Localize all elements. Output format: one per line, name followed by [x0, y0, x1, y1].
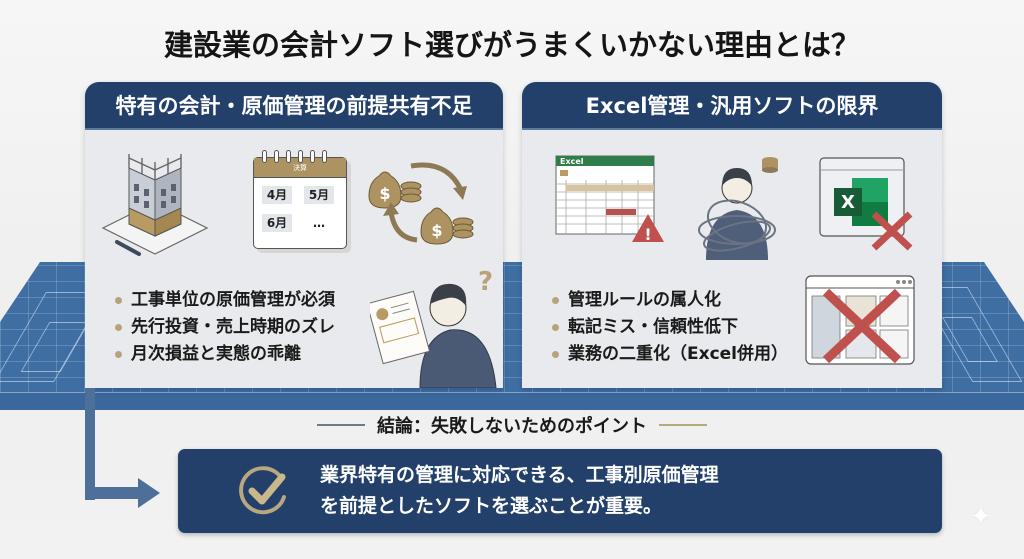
conclusion-label: 結論：失敗しないためのポイント — [377, 416, 647, 437]
calendar-cell: 4月 — [262, 186, 292, 204]
confused-person-document-icon: ? — [370, 267, 497, 388]
broken-excel-sheet-icon: Excel ! — [555, 155, 664, 244]
conclusion-text: 業界特有の管理に対応できる、工事別原価管理 を前提としたソフトを選ぶことが重要。 — [320, 464, 719, 517]
excel-app-crossed-icon: X — [819, 157, 913, 251]
sparkle-icon: ✦ — [970, 502, 992, 532]
right-panel: Excel管理・汎用ソフトの限界 Excel ! — [522, 82, 942, 388]
calendar-header: 決算 — [254, 158, 346, 178]
left-panel: 特有の会計・原価管理の前提共有不足 決算 4月 5月 6月 … — [85, 82, 503, 388]
svg-text:!: ! — [644, 225, 651, 244]
blueprint-base — [0, 392, 1024, 410]
bullet-dot — [115, 351, 122, 358]
tangled-person-icon — [698, 157, 778, 260]
bullet-dot — [115, 297, 122, 304]
bullet-dot — [552, 324, 559, 331]
arrow-right-icon — [138, 478, 160, 508]
svg-text:$: $ — [379, 184, 390, 203]
divider — [659, 424, 707, 426]
bullet-dot — [552, 351, 559, 358]
conclusion-box: 業界特有の管理に対応できる、工事別原価管理 を前提としたソフトを選ぶことが重要。 — [178, 449, 942, 533]
svg-text:Excel: Excel — [560, 157, 584, 166]
svg-text:$: $ — [431, 221, 442, 240]
calendar-icon: 決算 4月 5月 6月 … — [253, 150, 347, 249]
dashboard-crossed-icon — [805, 275, 915, 365]
calendar-cell: … — [313, 216, 325, 230]
divider — [317, 424, 365, 426]
left-panel-header: 特有の会計・原価管理の前提共有不足 — [85, 82, 503, 130]
bullet-item: 先行投資・売上時期のズレ — [115, 314, 335, 341]
conclusion-label-row: 結論：失敗しないためのポイント — [0, 412, 1024, 438]
svg-text:X: X — [841, 192, 855, 213]
calendar-cell: 6月 — [262, 214, 292, 232]
bullet-dot — [552, 297, 559, 304]
flow-arrow-shaft — [85, 388, 95, 500]
money-cycle-icon: $ $ — [368, 162, 474, 245]
right-bullet-list: 管理ルールの属人化 転記ミス・信頼性低下 業務の二重化（Excel併用） — [552, 287, 788, 368]
bullet-item: 管理ルールの属人化 — [552, 287, 788, 314]
bullet-item: 月次損益と実態の乖離 — [115, 341, 335, 368]
bullet-item: 転記ミス・信頼性低下 — [552, 314, 788, 341]
page-title: 建設業の会計ソフト選びがうまくいかない理由とは？ — [163, 28, 860, 62]
check-circle-icon — [239, 466, 286, 515]
left-bullet-list: 工事単位の原価管理が必須 先行投資・売上時期のズレ 月次損益と実態の乖離 — [115, 287, 335, 368]
bullet-item: 業務の二重化（Excel併用） — [552, 341, 788, 368]
flow-arrow-shaft — [85, 487, 140, 499]
bullet-dot — [115, 324, 122, 331]
svg-text:?: ? — [478, 267, 493, 297]
right-panel-header: Excel管理・汎用ソフトの限界 — [522, 82, 942, 130]
building-under-construction-icon — [101, 154, 209, 256]
calendar-cell: 5月 — [304, 186, 334, 204]
bullet-item: 工事単位の原価管理が必須 — [115, 287, 335, 314]
